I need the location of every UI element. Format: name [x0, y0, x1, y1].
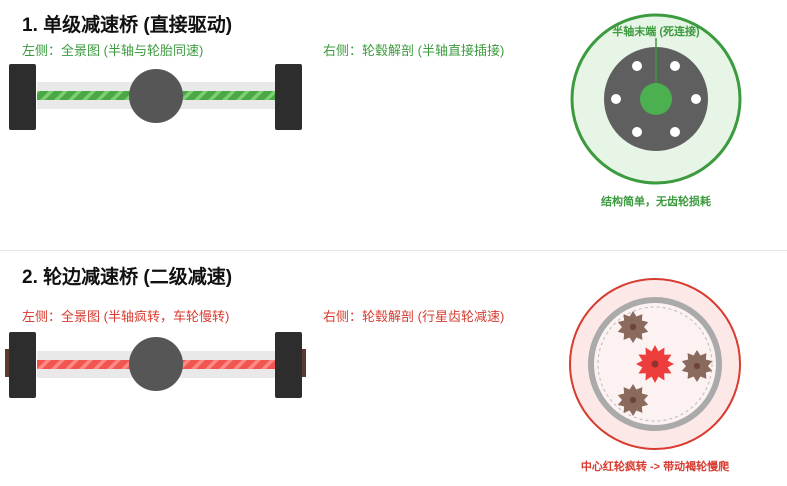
left-caption: 左侧：全景图 (半轴与轮胎同速) — [22, 43, 204, 58]
planet-gear-hub — [629, 396, 637, 404]
left-wheel — [9, 64, 36, 130]
axle-full-view — [5, 332, 306, 398]
section-divider — [0, 250, 787, 251]
planetary-cutaway: 中心红轮疯转 -> 带动褐轮慢爬 — [569, 278, 741, 473]
section-title: 2. 轮边减速桥 (二级减速) — [22, 267, 233, 288]
right-wheel — [275, 64, 302, 130]
bolt-hole — [632, 127, 642, 137]
differential — [129, 337, 183, 391]
right-caption: 右侧：轮毂解剖 (行星齿轮减速) — [323, 309, 505, 324]
half-shaft-end — [640, 83, 672, 115]
bolt-hole — [691, 94, 701, 104]
right-wheel — [275, 332, 302, 398]
right-hub-reducer — [300, 349, 306, 377]
left-caption: 左侧：全景图 (半轴疯转，车轮慢转) — [22, 309, 230, 324]
bolt-hole — [611, 94, 621, 104]
gear-set — [617, 311, 713, 416]
axle-full-view — [9, 64, 302, 130]
hub-cutaway: 半轴末端 (死连接) 结构简单，无齿轮损耗 — [570, 13, 742, 208]
axle-end-label: 半轴末端 (死连接) — [612, 24, 700, 38]
bolt-hole — [632, 61, 642, 71]
left-wheel — [9, 332, 36, 398]
section-hub-reduction: 2. 轮边减速桥 (二级减速) 左侧：全景图 (半轴疯转，车轮慢转) 右侧：轮毂… — [0, 252, 787, 486]
mechanism-note: 中心红轮疯转 -> 带动褐轮慢爬 — [581, 459, 730, 473]
right-caption: 右侧：轮毂解剖 (半轴直接插接) — [323, 43, 505, 58]
section-title: 1. 单级减速桥 (直接驱动) — [22, 15, 233, 36]
ring-gear-teeth — [597, 306, 713, 422]
hub-reduction-diagrams: 中心红轮疯转 -> 带动褐轮慢爬 — [5, 278, 741, 473]
planet-gear-hub — [629, 323, 637, 331]
bolt-hole — [670, 61, 680, 71]
sun-gear-hub — [651, 360, 659, 368]
single-reduction-diagrams: 半轴末端 (死连接) 结构简单，无齿轮损耗 — [9, 13, 742, 208]
section-single-reduction: 1. 单级减速桥 (直接驱动) 左侧：全景图 (半轴与轮胎同速) 右侧：轮毂解剖… — [9, 13, 742, 208]
bolt-hole — [670, 127, 680, 137]
left-hub-reducer — [5, 349, 11, 377]
planet-gear-hub — [693, 362, 701, 370]
structure-note: 结构简单，无齿轮损耗 — [600, 194, 711, 208]
differential — [129, 69, 183, 123]
